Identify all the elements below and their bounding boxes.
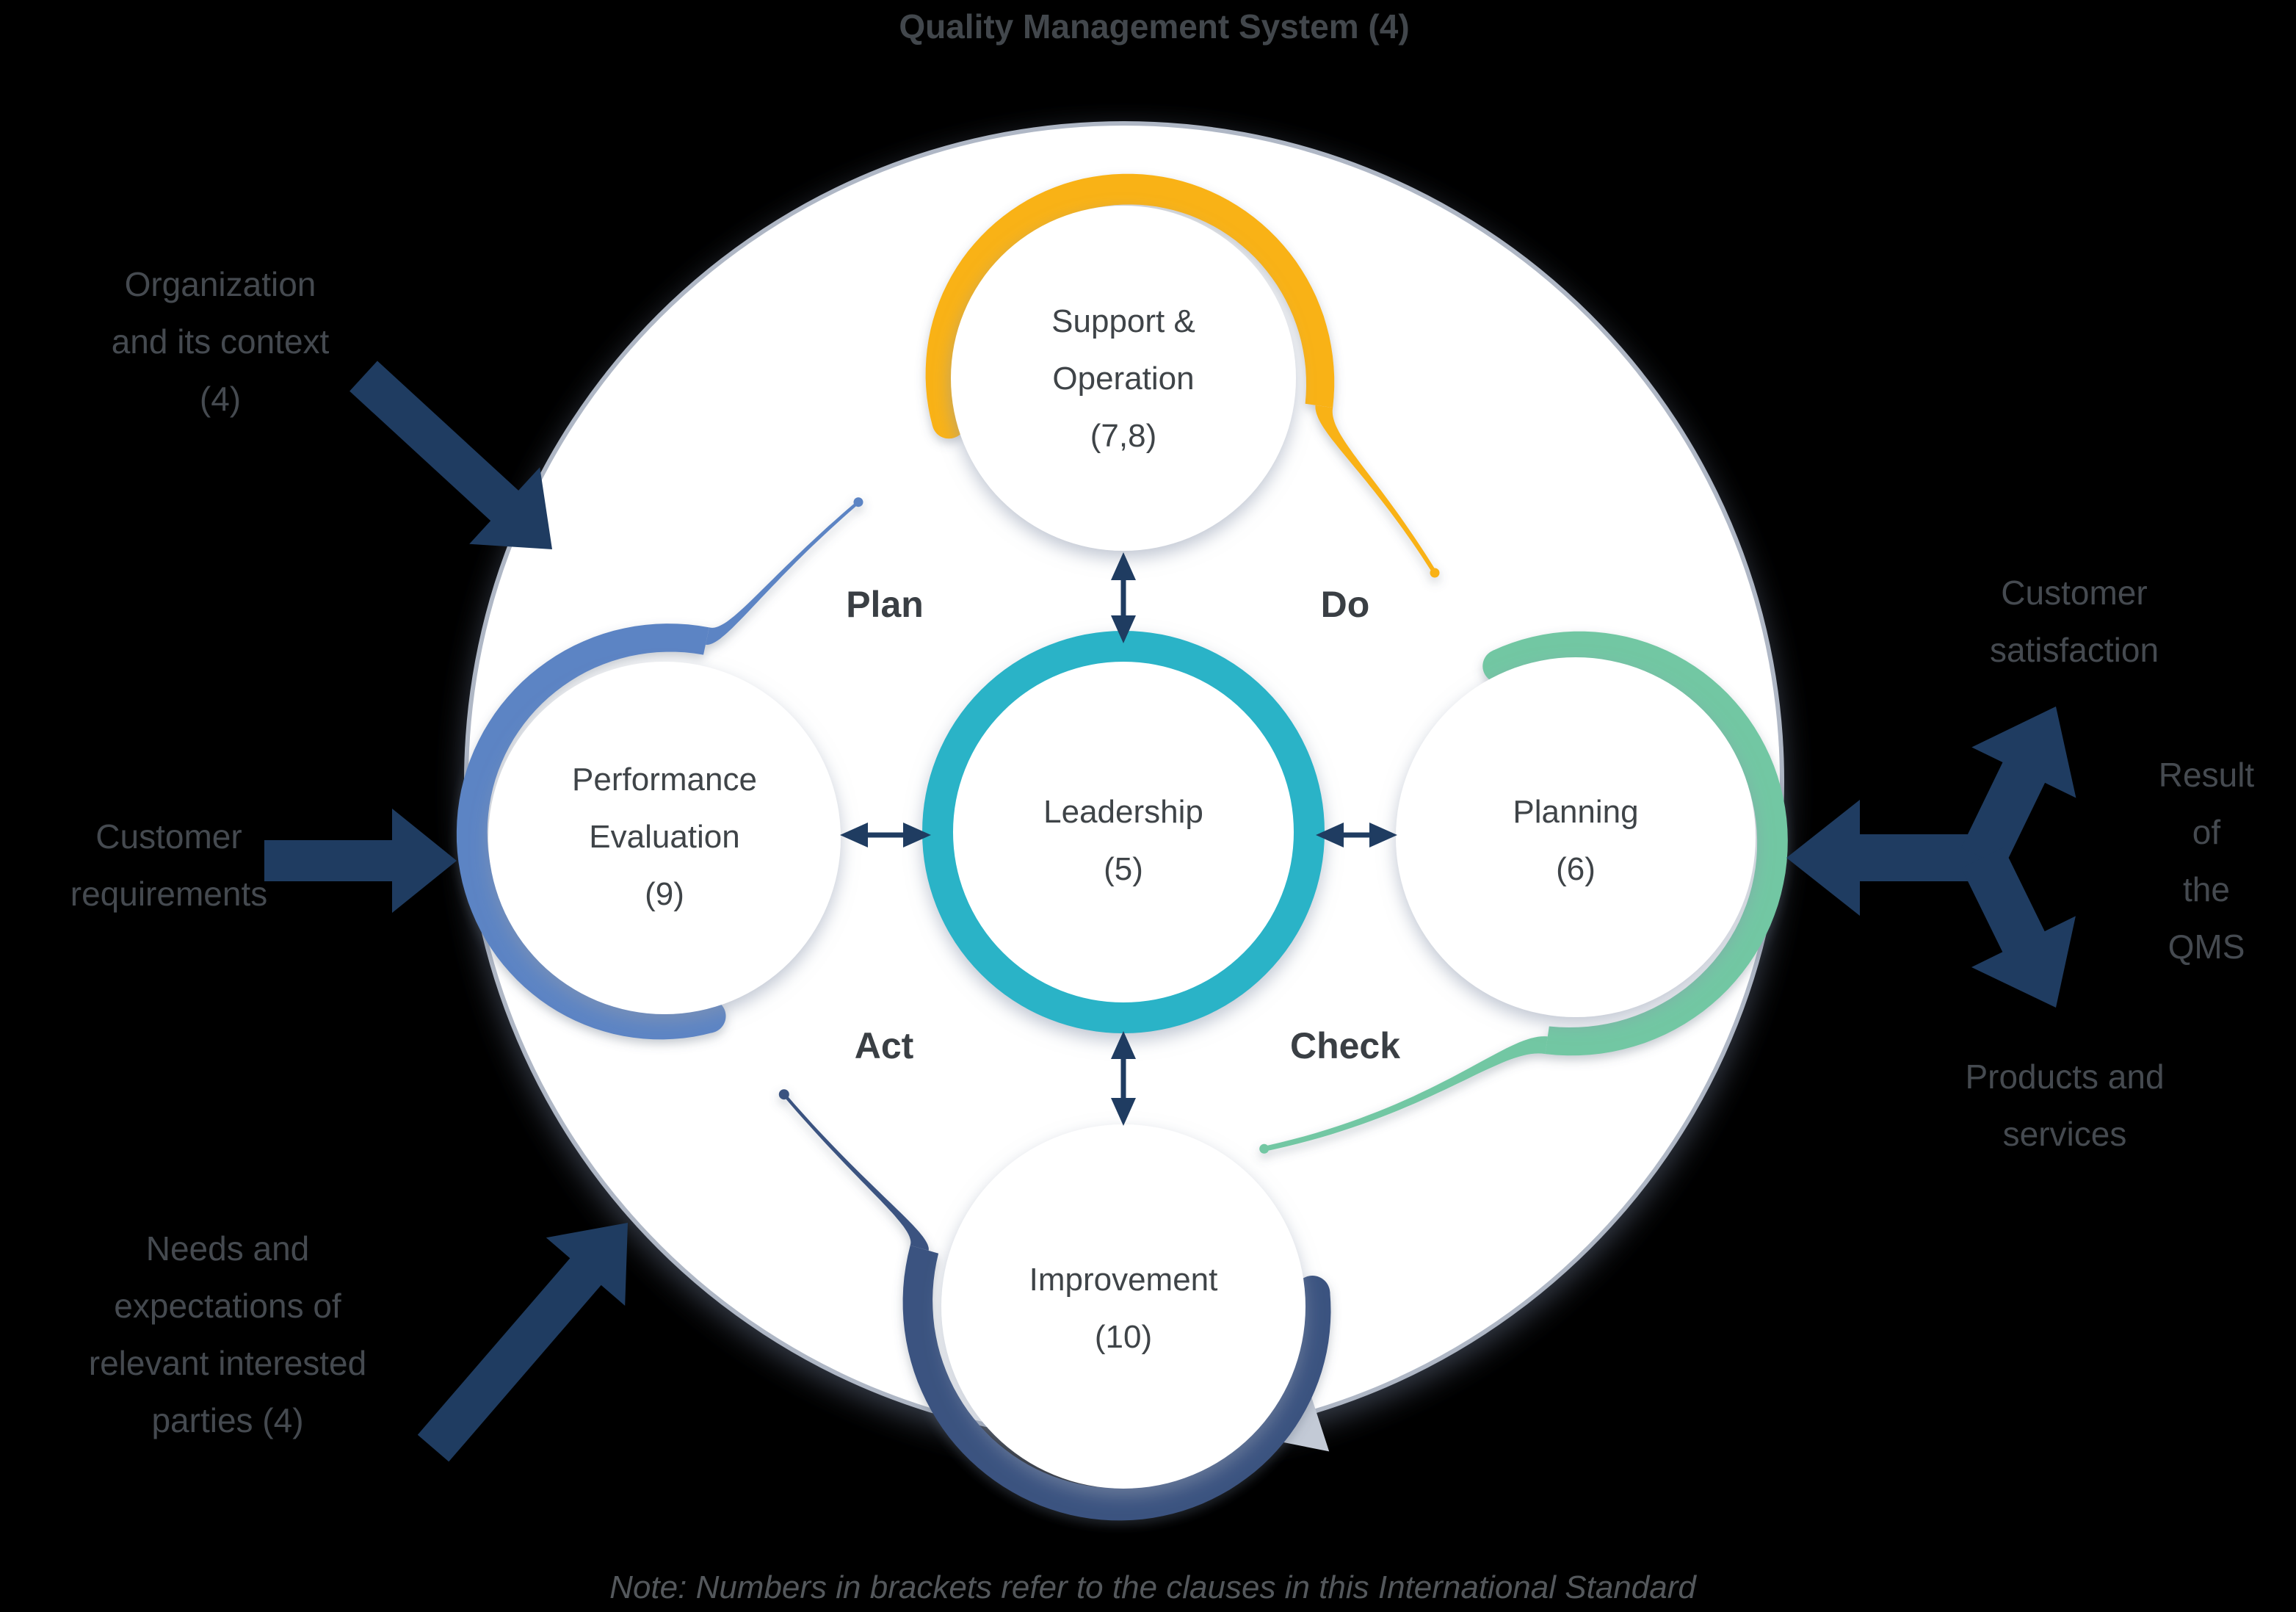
label-check: Check xyxy=(1289,1025,1401,1066)
organization-context-arrow-icon xyxy=(350,361,552,549)
double-arrow-connectors-icon xyxy=(840,552,1397,1126)
arc-tip-cap xyxy=(1430,568,1440,578)
arrowhead-icon xyxy=(1111,615,1136,643)
label-organization-context: Organization and its context (4) xyxy=(111,265,330,418)
output-arrow-up-prong xyxy=(1961,706,2076,868)
arrowhead-icon xyxy=(903,823,931,847)
arc-tip-cap xyxy=(778,1089,789,1100)
circle-label-improvement: Improvement (10) xyxy=(1029,1262,1218,1355)
performance-evaluation-circle xyxy=(488,662,841,1014)
circle-label-support-operation: Support & Operation (7,8) xyxy=(1051,303,1195,454)
label-needs-expectations: Needs and expectations of relevant inter… xyxy=(88,1229,367,1439)
circle-label-performance-evaluation: Performance Evaluation (9) xyxy=(572,762,757,912)
footnote: Note: Numbers in brackets refer to the c… xyxy=(609,1569,1696,1605)
needs-expectations-arrow-icon xyxy=(417,1223,628,1462)
arrowhead-icon xyxy=(1111,1098,1136,1126)
label-customer-satisfaction: Customer satisfaction xyxy=(1989,574,2159,669)
arrowhead-icon xyxy=(1369,823,1397,847)
leadership-circle xyxy=(922,631,1325,1033)
arc-tail xyxy=(779,1091,929,1251)
improvement-circle xyxy=(941,1124,1305,1489)
arrowhead-icon xyxy=(840,823,868,847)
page-title: Quality Management System (4) xyxy=(899,7,1410,46)
label-result-of-qms: Result of the QMS xyxy=(2158,756,2255,966)
arrowhead-icon xyxy=(1111,1031,1136,1059)
output-arrow-down-prong xyxy=(1961,847,2076,1008)
three-way-output-arrow-icon xyxy=(1786,706,2076,1008)
process-circles xyxy=(488,206,1756,1489)
arc-tail xyxy=(1261,1036,1548,1152)
output-arrow-left-prong xyxy=(1786,800,1982,916)
arrowhead-icon xyxy=(1111,552,1136,580)
label-products-services: Products and services xyxy=(1965,1058,2165,1153)
circle-label-planning: Planning (6) xyxy=(1513,794,1639,887)
planning-circle xyxy=(1396,657,1756,1017)
label-customer-requirements: Customer requirements xyxy=(70,817,268,913)
arrowhead-icon xyxy=(1316,823,1344,847)
circle-label-leadership: Leadership (5) xyxy=(1043,794,1203,887)
input-arrows-icon xyxy=(264,361,628,1462)
support-operation-circle xyxy=(951,206,1296,551)
arc-tip-cap xyxy=(853,497,863,507)
arc-tail xyxy=(705,498,861,645)
arc-tip-cap xyxy=(1259,1143,1270,1154)
label-plan: Plan xyxy=(846,584,924,625)
arc-tail xyxy=(1315,405,1439,576)
label-act: Act xyxy=(854,1025,914,1066)
label-do: Do xyxy=(1320,584,1370,625)
customer-requirements-arrow-icon xyxy=(264,809,457,913)
